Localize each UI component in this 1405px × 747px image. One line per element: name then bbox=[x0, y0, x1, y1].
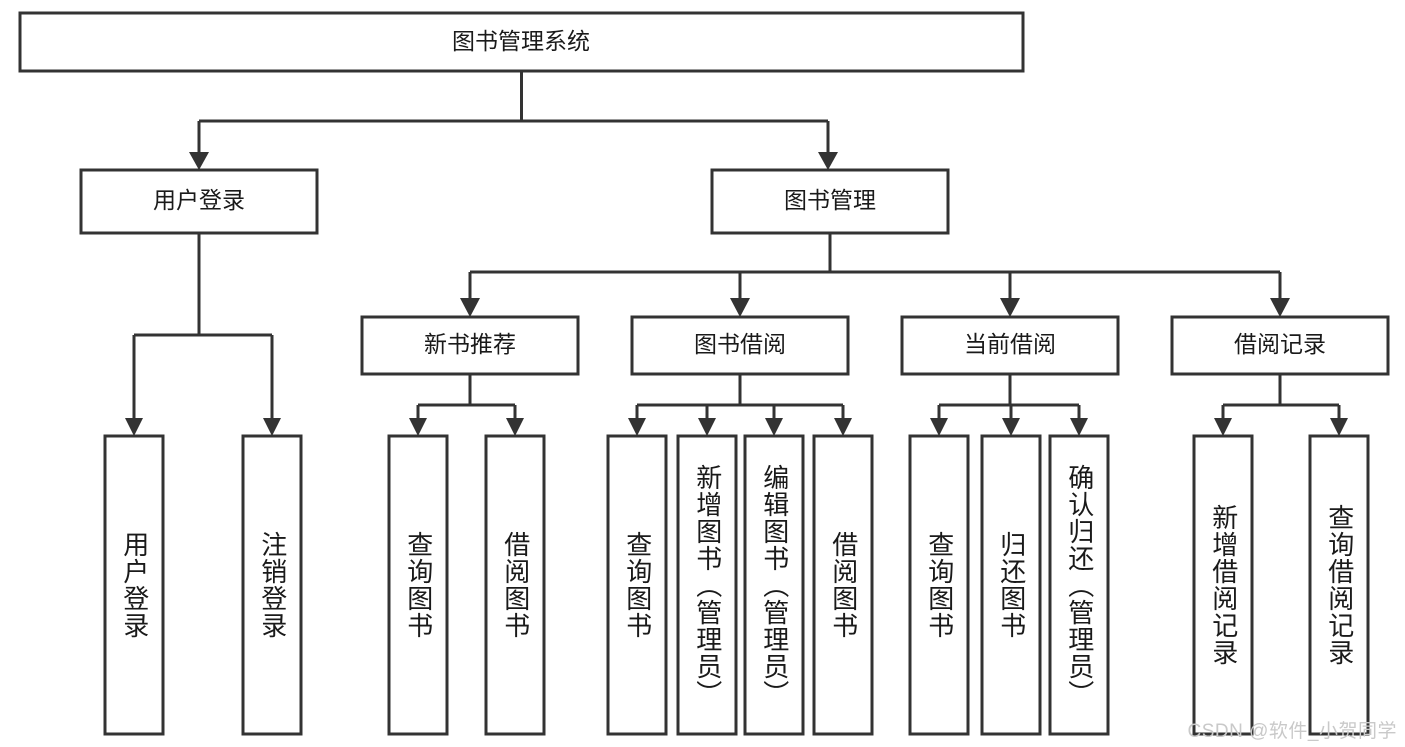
leaf-box-layer bbox=[103, 434, 1370, 736]
arrow-to-records bbox=[1270, 298, 1290, 317]
arrow-to-leaf-8 bbox=[834, 418, 852, 436]
node-book-management[interactable]: 图书管理 bbox=[710, 168, 950, 235]
leaf-box-borrow-book[interactable] bbox=[812, 434, 874, 736]
node-root-label: 图书管理系统 bbox=[452, 28, 590, 54]
node-new-book-recommend-box[interactable] bbox=[360, 315, 580, 376]
leaf-box-add-record[interactable] bbox=[1192, 434, 1254, 736]
node-current-borrow-box[interactable] bbox=[900, 315, 1120, 376]
arrow-to-leaf-1 bbox=[125, 418, 143, 436]
connector-layer bbox=[132, 71, 1341, 418]
connector-newbook-to-leaves bbox=[416, 374, 517, 418]
leaf-box-return-book[interactable] bbox=[980, 434, 1042, 736]
arrow-to-leaf-2 bbox=[263, 418, 281, 436]
arrowhead-layer bbox=[125, 152, 1348, 436]
connector-root-to-level2 bbox=[197, 71, 830, 152]
node-new-book-recommend[interactable]: 新书推荐 bbox=[360, 315, 580, 376]
connector-current-to-leaves bbox=[937, 374, 1081, 418]
connector-userlogin-to-leaves bbox=[132, 233, 274, 418]
arrow-to-leaf-3 bbox=[409, 418, 427, 436]
arrow-to-leaf-10 bbox=[1002, 418, 1020, 436]
leaf-box-user-login[interactable] bbox=[103, 434, 165, 736]
node-book-management-label: 图书管理 bbox=[784, 187, 876, 213]
leaf-box-edit-book-admin[interactable] bbox=[743, 434, 805, 736]
arrow-to-leaf-12 bbox=[1214, 418, 1232, 436]
arrow-to-leaf-11 bbox=[1070, 418, 1088, 436]
connector-records-to-leaves bbox=[1221, 374, 1341, 418]
leaf-box-query-book[interactable] bbox=[606, 434, 668, 736]
arrow-to-leaf-4 bbox=[506, 418, 524, 436]
node-root-box[interactable] bbox=[18, 11, 1025, 73]
leaf-box-add-book-admin[interactable] bbox=[676, 434, 738, 736]
node-current-borrow[interactable]: 当前借阅 bbox=[900, 315, 1120, 376]
arrow-to-leaf-7 bbox=[765, 418, 783, 436]
node-current-borrow-label: 当前借阅 bbox=[964, 331, 1056, 357]
arrow-to-borrow bbox=[730, 298, 750, 317]
node-book-borrow-label: 图书借阅 bbox=[694, 331, 786, 357]
node-borrow-records-label: 借阅记录 bbox=[1234, 331, 1326, 357]
node-user-login[interactable]: 用户登录 bbox=[79, 168, 319, 235]
node-user-login-label: 用户登录 bbox=[153, 187, 245, 213]
arrow-to-userlogin bbox=[189, 152, 209, 170]
arrow-to-leaf-13 bbox=[1330, 418, 1348, 436]
node-new-book-recommend-label: 新书推荐 bbox=[424, 331, 516, 357]
node-book-borrow[interactable]: 图书借阅 bbox=[630, 315, 850, 376]
arrow-to-leaf-5 bbox=[628, 418, 646, 436]
leaf-box-borrow-book-new[interactable] bbox=[484, 434, 546, 736]
arrow-to-newbook bbox=[460, 298, 480, 317]
arrow-to-bookmgmt bbox=[818, 152, 838, 170]
leaf-box-confirm-return-admin[interactable] bbox=[1048, 434, 1110, 736]
node-borrow-records-box[interactable] bbox=[1170, 315, 1390, 376]
csdn-watermark: CSDN @软件_小贺同学 bbox=[1187, 721, 1397, 742]
arrow-to-current bbox=[1000, 298, 1020, 317]
arrow-to-leaf-6 bbox=[698, 418, 716, 436]
node-root[interactable]: 图书管理系统 bbox=[18, 11, 1025, 73]
node-borrow-records[interactable]: 借阅记录 bbox=[1170, 315, 1390, 376]
connector-bookmgmt-to-level3 bbox=[468, 233, 1282, 298]
leaf-box-query-record[interactable] bbox=[1308, 434, 1370, 736]
node-user-login-box[interactable] bbox=[79, 168, 319, 235]
leaf-box-query-book-current[interactable] bbox=[908, 434, 970, 736]
leaf-box-query-book-new[interactable] bbox=[387, 434, 449, 736]
arrow-to-leaf-9 bbox=[930, 418, 948, 436]
leaf-box-logout[interactable] bbox=[241, 434, 303, 736]
node-book-management-box[interactable] bbox=[710, 168, 950, 235]
connector-borrow-to-leaves bbox=[635, 374, 845, 418]
node-book-borrow-box[interactable] bbox=[630, 315, 850, 376]
